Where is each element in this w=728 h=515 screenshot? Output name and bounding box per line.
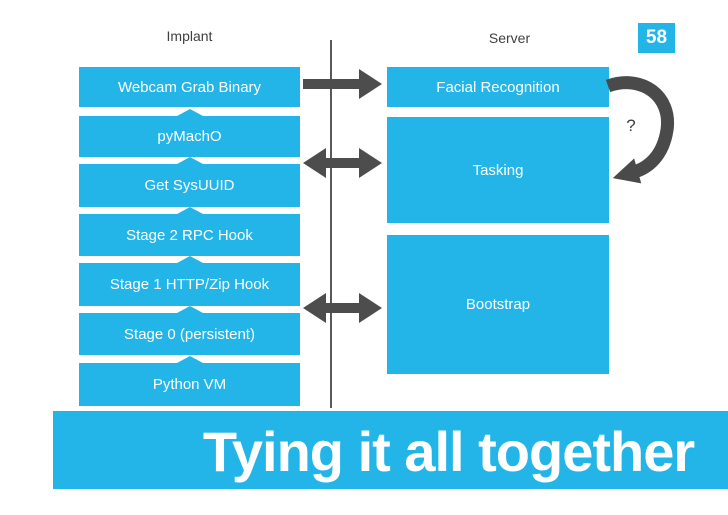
box-webcam-grab-binary: Webcam Grab Binary [79, 67, 300, 107]
box-facial-recognition: Facial Recognition [387, 67, 609, 107]
slide-title: Tying it all together [202, 419, 695, 483]
box-python-vm: Python VM [79, 356, 300, 406]
server-column-label: Server [488, 30, 531, 46]
box-pymacho: pyMachO [79, 109, 300, 157]
slide-number-badge: 58 [638, 23, 675, 53]
right-arrow-icon [303, 69, 382, 99]
title-banner: Tying it all together [53, 411, 728, 489]
box-get-sysuuid: Get SysUUID [79, 157, 300, 207]
box-stage1-http-zip-hook: Stage 1 HTTP/Zip Hook [79, 256, 300, 306]
column-divider [330, 40, 332, 408]
box-stage2-rpc-hook: Stage 2 RPC Hook [79, 207, 300, 256]
box-stage0-persistent: Stage 0 (persistent) [79, 306, 300, 355]
question-mark-label: ? [626, 116, 636, 135]
double-arrow-top-icon [303, 148, 382, 178]
loop-arrow-icon [605, 76, 675, 184]
box-tasking: Tasking [387, 117, 609, 223]
box-bootstrap: Bootstrap [387, 235, 609, 374]
implant-column-label: Implant [166, 28, 213, 44]
double-arrow-bottom-icon [303, 293, 382, 323]
